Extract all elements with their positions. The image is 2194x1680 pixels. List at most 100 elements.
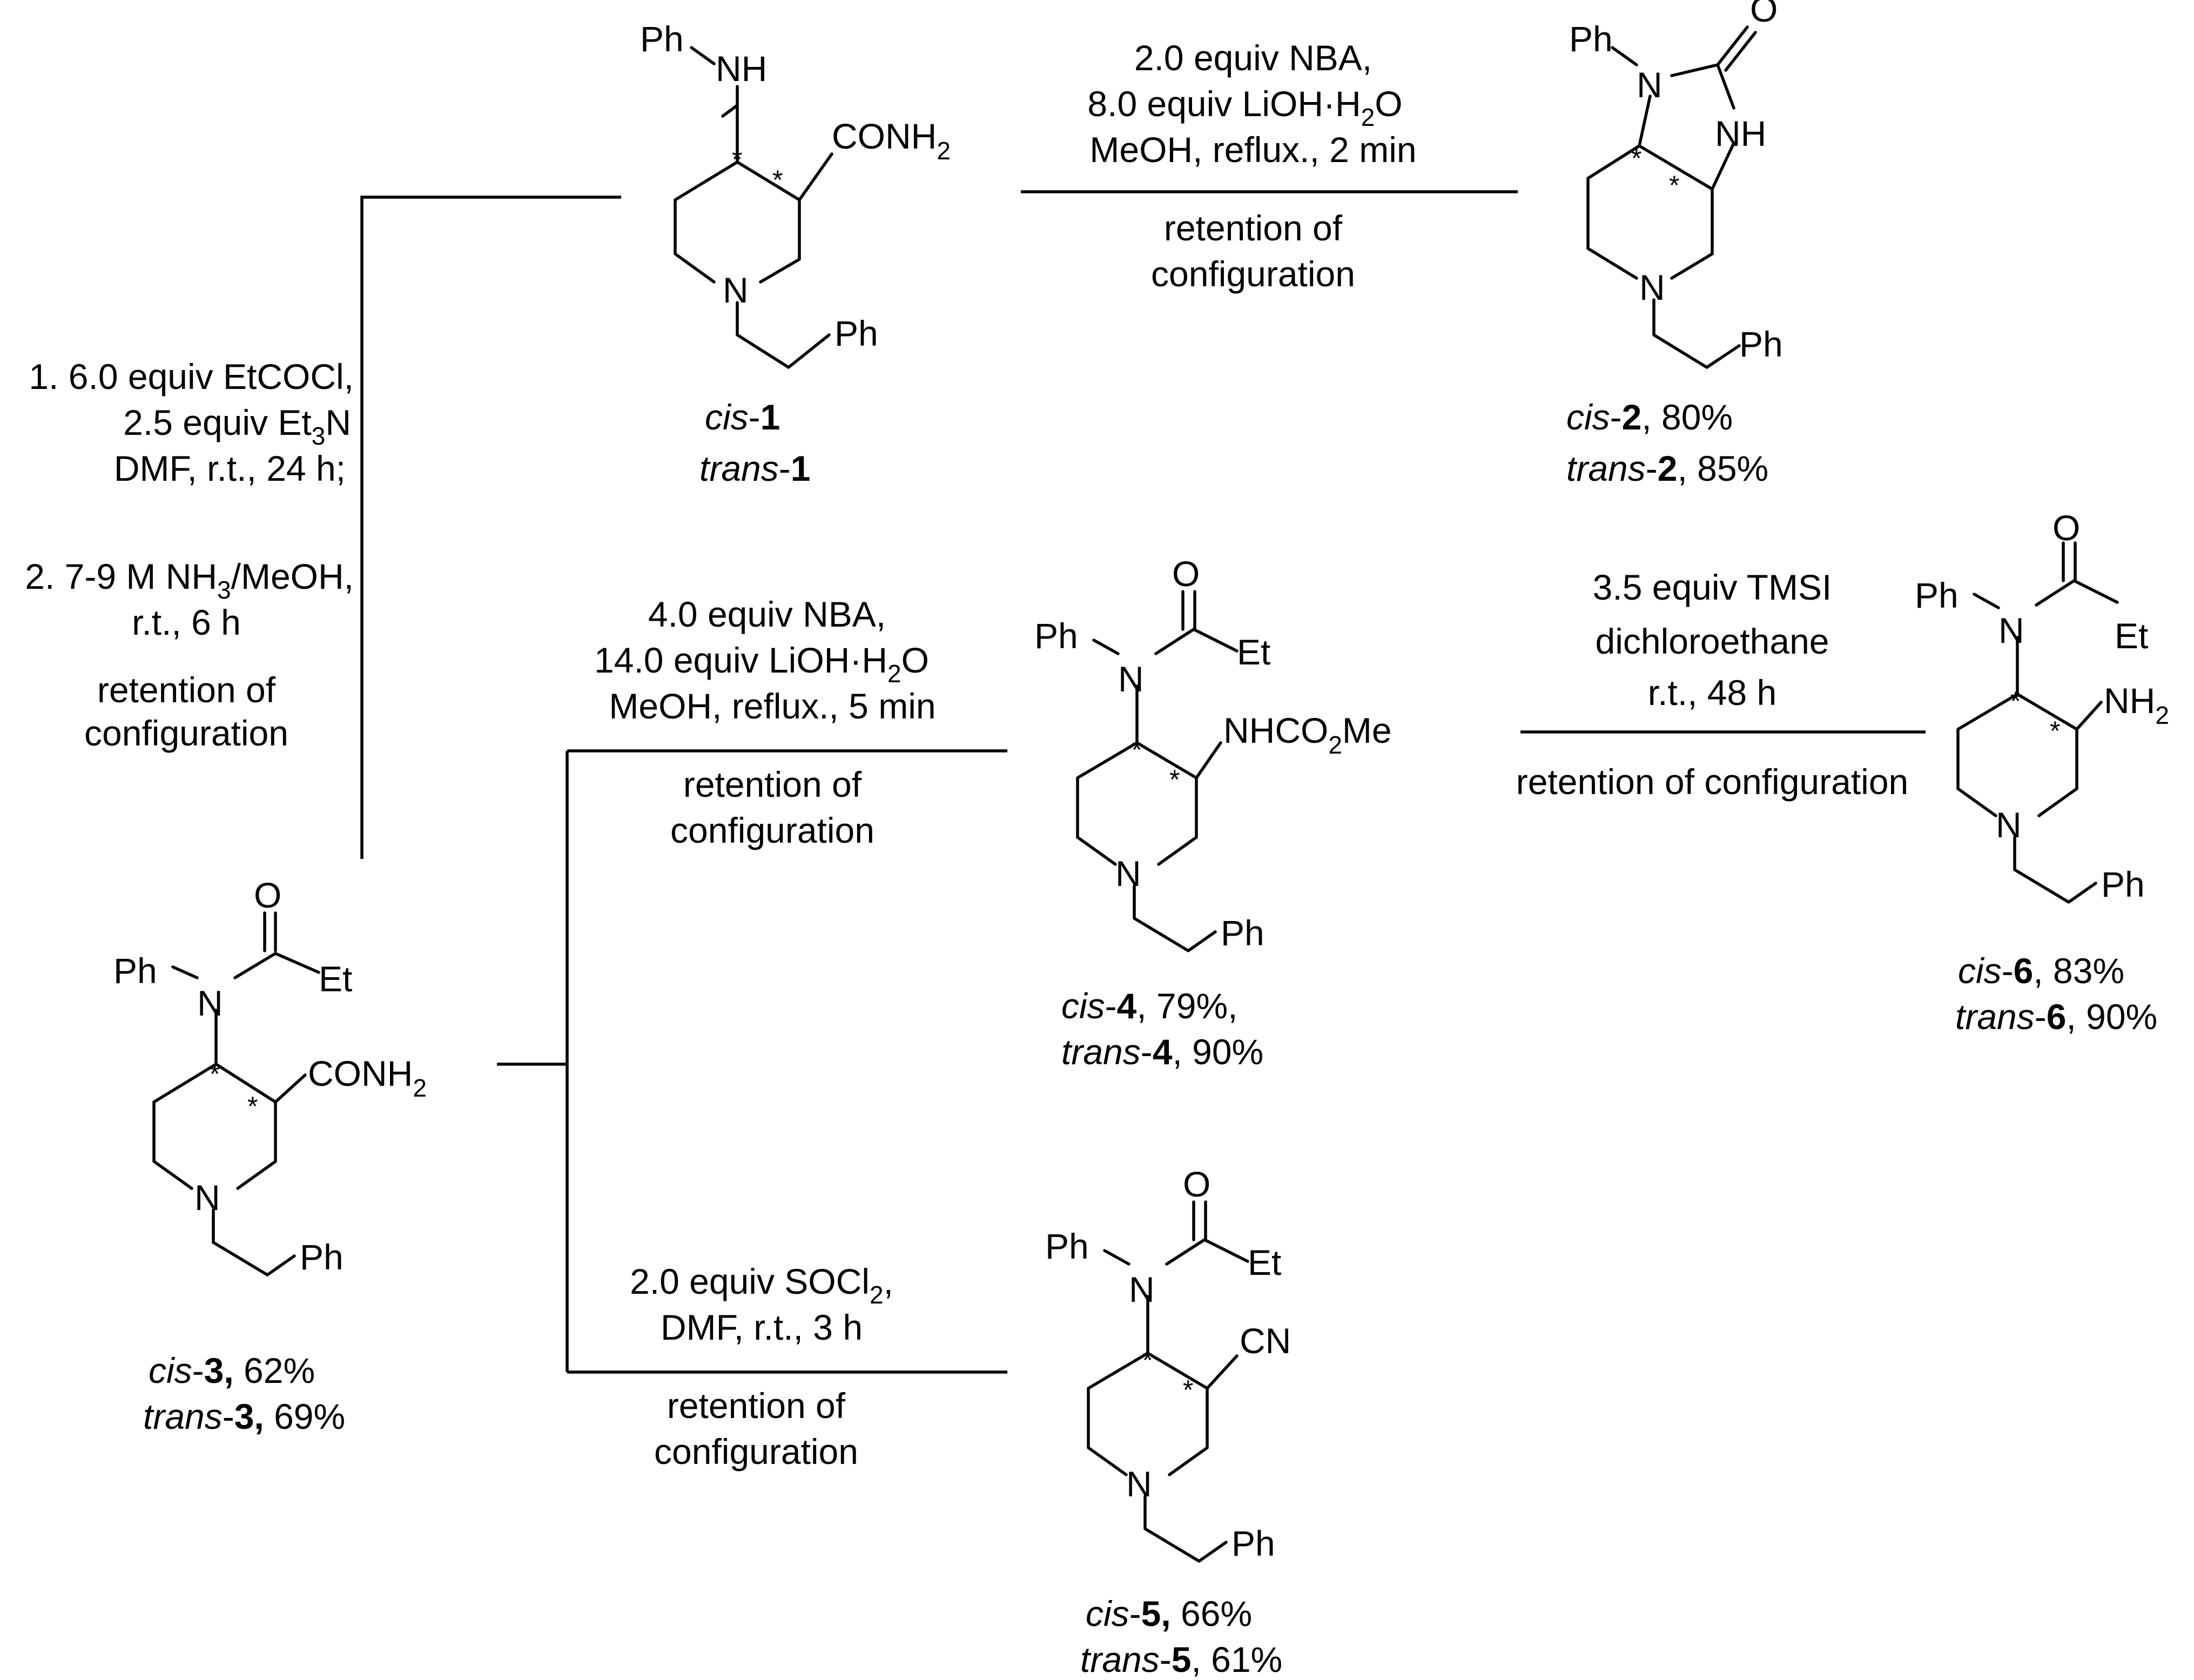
svg-text:configuration: configuration: [654, 1432, 858, 1471]
label-trans-1: trans-1: [699, 448, 810, 488]
svg-text:4.0 equiv NBA,: 4.0 equiv NBA,: [648, 594, 886, 634]
svg-text:Ph: Ph: [113, 951, 157, 991]
compound-3: Ph N O Et CONH2 N Ph * * cis-3, 62% tran…: [113, 875, 427, 1436]
label-trans-5: trans-5, 61%: [1080, 1639, 1282, 1679]
reaction-arrow-1-to-3: 1. 6.0 equiv EtCOCl, 2.5 equiv Et3N DMF,…: [25, 196, 621, 859]
svg-text:NHCO2Me: NHCO2Me: [1223, 710, 1392, 759]
svg-text:3.5 equiv TMSI: 3.5 equiv TMSI: [1593, 567, 1832, 607]
svg-text:N: N: [1998, 610, 2024, 650]
svg-text:configuration: configuration: [84, 713, 288, 753]
label-cis-2: cis-2, 80%: [1566, 397, 1733, 437]
conditions-3-to-4: 4.0 equiv NBA, 14.0 equiv LiOH·H2O MeOH,…: [594, 594, 936, 850]
svg-text:MeOH, reflux., 2 min: MeOH, reflux., 2 min: [1089, 130, 1416, 170]
svg-text:retention of configuration: retention of configuration: [1516, 762, 1908, 802]
svg-text:r.t., 48 h: r.t., 48 h: [1648, 673, 1776, 713]
svg-text:NH: NH: [1715, 113, 1766, 153]
svg-text:*: *: [1142, 1345, 1153, 1375]
svg-text:dichloroethane: dichloroethane: [1596, 621, 1829, 661]
svg-text:N: N: [1637, 65, 1663, 105]
label-cis-3: cis-3, 62%: [149, 1350, 315, 1390]
compound-1: Ph NH CONH2 * * N Ph cis-1 trans-1: [640, 19, 951, 488]
reaction-arrow-4-to-6: 3.5 equiv TMSI dichloroethane r.t., 48 h…: [1516, 567, 1926, 802]
label-trans-6: trans-6, 90%: [1955, 997, 2157, 1037]
svg-text:*: *: [1132, 735, 1142, 765]
label-trans-2: trans-2, 85%: [1566, 448, 1768, 488]
svg-text:Ph: Ph: [1739, 324, 1783, 364]
label-cis-6: cis-6, 83%: [1958, 951, 2124, 991]
svg-text:*: *: [247, 1091, 258, 1121]
svg-text:1. 6.0 equiv EtCOCl,: 1. 6.0 equiv EtCOCl,: [29, 357, 354, 397]
svg-text:retention of: retention of: [1164, 208, 1343, 248]
svg-text:14.0 equiv LiOH·H2O: 14.0 equiv LiOH·H2O: [594, 640, 929, 688]
svg-text:Ph: Ph: [1034, 616, 1078, 656]
svg-text:Ph: Ph: [1569, 19, 1613, 59]
svg-text:DMF, r.t., 3 h: DMF, r.t., 3 h: [661, 1307, 863, 1347]
svg-text:*: *: [1669, 170, 1679, 200]
label-trans-4: trans-4, 90%: [1061, 1032, 1263, 1072]
svg-text:2.5 equiv Et3N: 2.5 equiv Et3N: [123, 402, 351, 450]
compound-2: Ph N O NH N Ph * * cis-2, 80% trans-2, 8…: [1566, 0, 1783, 488]
svg-text:retention of: retention of: [97, 670, 276, 710]
compound-4: Ph N O Et NHCO2Me N Ph * * cis-4, 79%, t…: [1034, 554, 1392, 1072]
compound-6: Ph N O Et NH2 N Ph * * cis-6, 83% trans-…: [1915, 508, 2169, 1037]
svg-text:configuration: configuration: [670, 810, 874, 850]
branch-from-3: [497, 749, 1008, 1374]
svg-text:retention of: retention of: [683, 764, 862, 804]
conh2-label: CONH2: [832, 116, 951, 165]
svg-text:DMF, r.t., 24 h;: DMF, r.t., 24 h;: [114, 448, 346, 488]
svg-text:O: O: [1172, 554, 1200, 594]
svg-text:N: N: [1129, 1269, 1155, 1309]
svg-text:N: N: [197, 983, 223, 1023]
svg-text:Et: Et: [319, 959, 352, 999]
nh-label: NH: [716, 49, 767, 89]
label-cis-4: cis-4, 79%,: [1061, 986, 1237, 1026]
label-cis-5: cis-5, 66%: [1086, 1594, 1252, 1634]
svg-text:N: N: [1115, 854, 1141, 893]
svg-text:*: *: [732, 144, 742, 174]
svg-text:CN: CN: [1240, 1321, 1291, 1361]
label-cis-1: cis-1: [705, 397, 780, 437]
svg-text:O: O: [1750, 0, 1778, 29]
svg-text:O: O: [2052, 508, 2080, 548]
svg-text:O: O: [254, 875, 281, 915]
svg-text:N: N: [1996, 805, 2022, 845]
svg-text:*: *: [1169, 764, 1180, 795]
svg-text:2.0 equiv SOCl2,: 2.0 equiv SOCl2,: [630, 1261, 893, 1309]
svg-text:N: N: [194, 1178, 220, 1218]
ph-label: Ph: [640, 19, 684, 59]
svg-text:Et: Et: [1237, 632, 1270, 672]
svg-text:*: *: [2010, 686, 2021, 716]
svg-text:Ph: Ph: [1045, 1226, 1089, 1266]
svg-text:N: N: [1126, 1464, 1152, 1504]
svg-text:O: O: [1183, 1164, 1210, 1204]
svg-text:Ph: Ph: [300, 1237, 344, 1277]
svg-text:Ph: Ph: [1231, 1523, 1275, 1563]
svg-text:r.t., 6 h: r.t., 6 h: [132, 602, 241, 642]
svg-text:Et: Et: [1248, 1242, 1281, 1282]
svg-text:*: *: [1631, 143, 1641, 173]
label-trans-3: trans-3, 69%: [143, 1396, 345, 1436]
svg-text:*: *: [772, 165, 783, 195]
svg-text:*: *: [1183, 1375, 1193, 1405]
svg-text:N: N: [1118, 659, 1144, 699]
svg-text:*: *: [210, 1059, 220, 1089]
svg-text:MeOH, reflux., 5 min: MeOH, reflux., 5 min: [609, 686, 936, 726]
svg-text:retention of: retention of: [667, 1386, 846, 1426]
svg-text:Ph: Ph: [2101, 864, 2145, 904]
svg-text:Ph: Ph: [1221, 913, 1264, 953]
ph-label: Ph: [834, 313, 878, 353]
svg-text:2. 7-9 M NH3/MeOH,: 2. 7-9 M NH3/MeOH,: [25, 556, 354, 604]
n-label: N: [723, 270, 749, 310]
compound-5: Ph N O Et CN N Ph * * cis-5, 66% trans-5…: [1045, 1164, 1291, 1679]
svg-text:N: N: [1639, 267, 1665, 307]
svg-text:configuration: configuration: [1151, 254, 1355, 294]
svg-text:CONH2: CONH2: [308, 1053, 427, 1102]
svg-text:*: *: [2050, 716, 2060, 746]
svg-text:NH2: NH2: [2104, 681, 2169, 729]
svg-text:2.0 equiv NBA,: 2.0 equiv NBA,: [1134, 38, 1372, 78]
reaction-arrow-1-to-2: 2.0 equiv NBA, 8.0 equiv LiOH·H2O MeOH, …: [1021, 38, 1518, 294]
svg-text:8.0 equiv LiOH·H2O: 8.0 equiv LiOH·H2O: [1087, 84, 1402, 131]
svg-text:Et: Et: [2115, 616, 2148, 656]
conditions-3-to-5: 2.0 equiv SOCl2, DMF, r.t., 3 h retentio…: [630, 1261, 893, 1471]
